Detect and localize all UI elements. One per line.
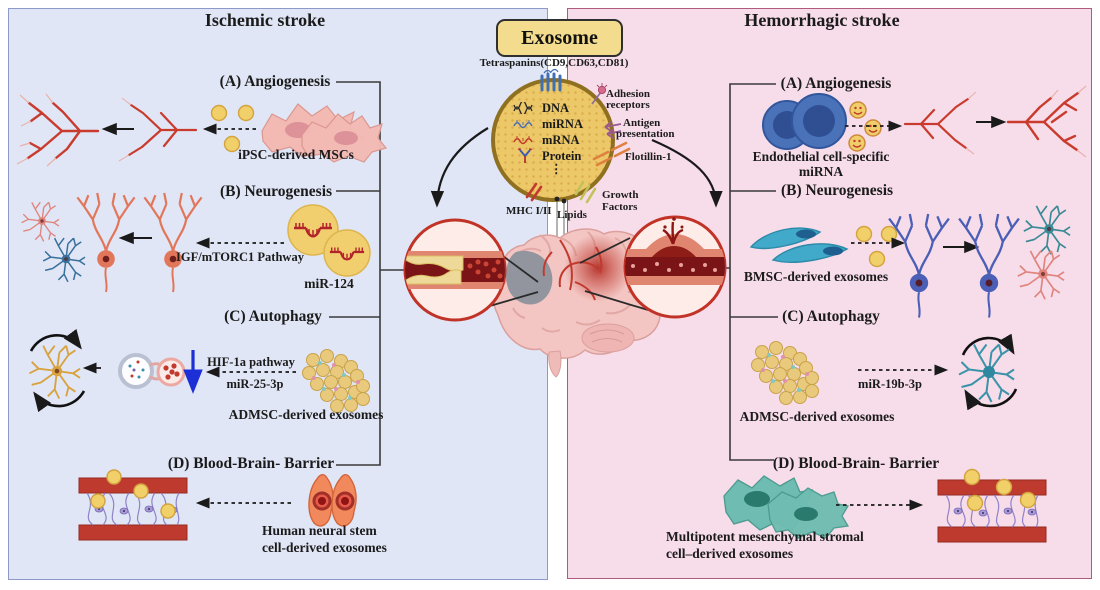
- dna-icon: [513, 102, 533, 114]
- ischemic-a-caption: iPSC-derived MSCs: [238, 147, 354, 162]
- ischemic-c-pathway-line2: miR-25-3p: [226, 377, 284, 391]
- hemorrhagic-c-caption: ADMSC-derived exosomes: [739, 409, 895, 424]
- exosome-title: Exosome: [521, 26, 598, 49]
- flotillin-label: Flotillin-1: [625, 151, 672, 163]
- exosome-content-dna: DNA: [512, 100, 583, 116]
- ischemic-b-pathway: IGF/mTORC1 Pathway: [176, 250, 304, 264]
- exosome-content-protein: Protein: [512, 148, 583, 164]
- ischemic-d-caption-line2: cell-derived exosomes: [262, 540, 387, 555]
- hemorrhagic-section-c-label: (C) Autophagy: [782, 308, 880, 325]
- mirna-icon: [513, 120, 533, 129]
- ischemic-section-b-label: (B) Neurogenesis: [219, 183, 333, 200]
- exosome-title-box: Exosome: [496, 19, 623, 57]
- hemorrhagic-a-caption-line2: miRNA: [798, 164, 844, 179]
- hemorrhagic-d-caption-line2: cell–derived exosomes: [666, 546, 794, 561]
- hemorrhagic-b-caption: BMSC-derived exosomes: [743, 269, 889, 284]
- ischemic-section-c-label: (C) Autophagy: [224, 308, 322, 325]
- exosome-content-mirna: miRNA: [512, 116, 583, 132]
- hemorrhagic-title: Hemorrhagic stroke: [744, 10, 900, 30]
- ischemic-c-caption: ADMSC-derived exosomes: [228, 407, 384, 422]
- hemorrhagic-section-d-label: (D) Blood-Brain- Barrier: [772, 455, 940, 472]
- protein-antibody-icon: [517, 148, 533, 163]
- ischemic-c-pathway-line1: HIF-1a pathway: [207, 355, 295, 369]
- lipids-label: Lipids: [557, 209, 587, 221]
- growth-label-line1: Growth: [602, 189, 639, 201]
- antigen-label-line2: presentation: [616, 128, 675, 140]
- ischemic-panel: [8, 8, 548, 580]
- hemorrhagic-section-a-label: (A) Angiogenesis: [780, 75, 892, 92]
- mrna-icon: [513, 136, 533, 145]
- ischemic-title: Ischemic stroke: [204, 10, 326, 30]
- exosome-contents-ellipsis: ⋮: [550, 162, 563, 176]
- ischemic-d-caption-line1: Human neural stem: [262, 523, 377, 538]
- hemorrhagic-section-b-label: (B) Neurogenesis: [780, 182, 894, 199]
- exosome-content-mrna: mRNA: [512, 132, 583, 148]
- growth-label-line2: Factors: [602, 201, 638, 213]
- adhesion-label-line1: Adhesion: [606, 88, 651, 100]
- adhesion-label-line2: receptors: [606, 99, 650, 111]
- mhc-label: MHC I/II: [506, 205, 552, 217]
- ischemic-section-a-label: (A) Angiogenesis: [219, 73, 331, 90]
- hemorrhagic-d-caption-line1: Multipotent mesenchymal stromal: [666, 529, 864, 544]
- exosome-contents: DNA miRNA mRNA Protein: [512, 100, 583, 164]
- ischemic-b-caption: miR-124: [304, 276, 354, 291]
- hemorrhagic-a-caption-line1: Endothelial cell-specific: [752, 149, 890, 164]
- hemorrhagic-c-pathway: miR-19b-3p: [858, 377, 922, 391]
- antigen-label-line1: Antigen: [623, 117, 661, 129]
- ischemic-section-d-label: (D) Blood-Brain- Barrier: [167, 455, 335, 472]
- tetraspanins-label: Tetraspanins(CD9,CD63,CD81): [479, 57, 629, 69]
